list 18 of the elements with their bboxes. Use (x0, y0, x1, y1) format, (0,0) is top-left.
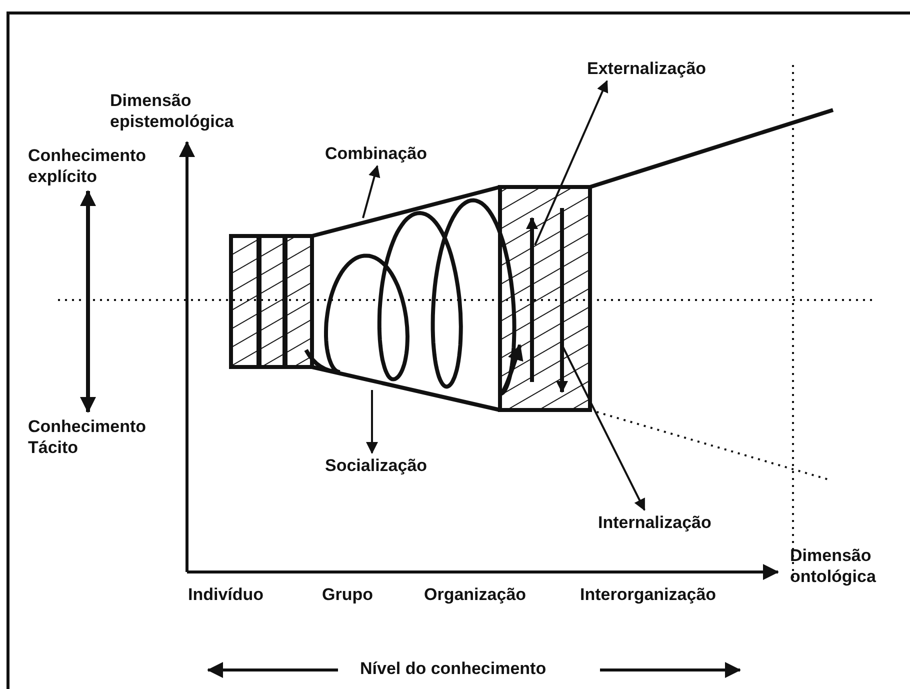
level-label: Interorganização (580, 584, 716, 605)
axis-title: Dimensão epistemológica (110, 90, 235, 132)
mode-label: Socialização (325, 455, 428, 476)
mode-label: Combinação (325, 143, 428, 164)
knowledge-type-label: Conhecimento Tácito (28, 416, 188, 458)
level-label: Organização (424, 584, 526, 605)
leader-line (366, 390, 378, 454)
mode-label: Externalização (587, 58, 706, 79)
leader-line (362, 165, 380, 218)
axis-title: Dimensão ontológica (790, 545, 877, 587)
knowledge-type-label: Conhecimento explícito (28, 145, 188, 187)
mode-label: Internalização (598, 512, 712, 533)
level-label: Indivíduo (188, 584, 264, 605)
leader-line (534, 80, 608, 246)
leader-line (561, 344, 646, 511)
double-arrow (80, 190, 96, 413)
level-label: Grupo (322, 584, 373, 605)
level-caption: Nível do conhecimento (360, 658, 546, 679)
